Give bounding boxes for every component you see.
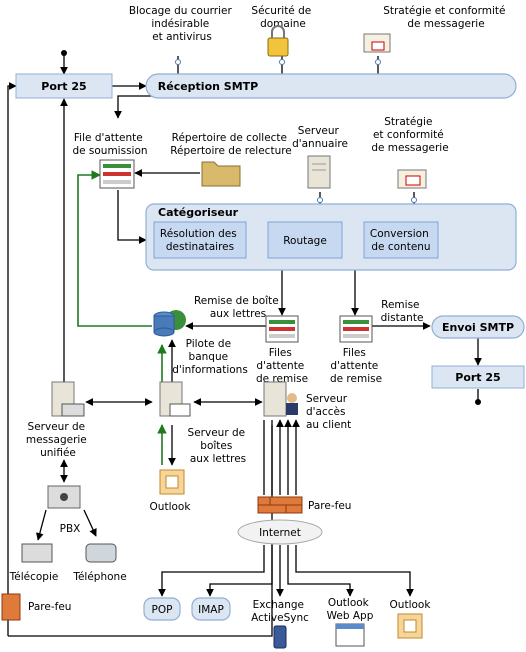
owa-label: Outlook Web App xyxy=(327,597,374,622)
mailbox-server-label: Serveur de boîtes aux lettres xyxy=(188,427,249,465)
pickup-replay-label: Répertoire de collecte Répertoire de rel… xyxy=(170,132,292,157)
routing-box xyxy=(267,221,343,259)
delivery-queue-icon-2 xyxy=(339,315,373,343)
client-access-label: Serveur d'accès au client xyxy=(306,393,351,431)
categorizer-box: Catégoriseur Résolution des destinataire… xyxy=(145,203,517,271)
policy-scroll-icon-mid xyxy=(397,169,427,189)
connectors xyxy=(7,50,482,637)
folder-icon xyxy=(201,161,241,187)
firewall-icon-right xyxy=(257,496,303,514)
store-driver-label: Pilote de banque d'informations xyxy=(172,338,248,376)
port-25-top: Port 25 xyxy=(15,73,113,99)
um-server-icon xyxy=(51,381,85,417)
svg-text:Catégoriseur: Catégoriseur xyxy=(158,206,239,219)
submission-queue-label: File d'attente de soumission xyxy=(72,132,147,157)
directory-server-label: Serveur d'annuaire xyxy=(292,125,348,150)
internet-cloud: Internet xyxy=(237,519,323,545)
delivery-queues-label-1: Files d'attente de remise xyxy=(256,347,308,385)
web-browser-icon xyxy=(335,623,365,647)
routing-label: Routage xyxy=(283,235,327,247)
policy-mid-label: Stratégie et conformité de messagerie xyxy=(371,116,448,154)
um-server-label: Serveur de messagerie unifiée xyxy=(26,421,90,459)
lock-icon xyxy=(267,25,289,57)
outlook-icon-right xyxy=(397,613,423,639)
port-25-bottom: Port 25 xyxy=(431,365,525,389)
mailbox-server-icon xyxy=(159,381,191,417)
pop-client: POP xyxy=(143,597,181,621)
outlook-icon-left xyxy=(159,469,185,495)
outlook-label-left: Outlook xyxy=(150,501,192,513)
policy-scroll-icon-top xyxy=(363,33,391,53)
mobile-phone-icon xyxy=(273,625,287,649)
smtp-receive-box: Réception SMTP xyxy=(145,73,517,99)
imap-client: IMAP xyxy=(191,597,231,621)
svg-text:POP: POP xyxy=(152,604,173,616)
recipient-resolution-label: Résolution des destinataires xyxy=(160,228,240,253)
recipient-resolution-box xyxy=(153,221,247,259)
remote-delivery-label: Remise distante xyxy=(381,299,424,324)
mailbox-delivery-label: Remise de boîte aux lettres xyxy=(194,295,282,320)
svg-text:Port 25: Port 25 xyxy=(41,80,86,93)
smtp-send-box: Envoi SMTP xyxy=(431,315,525,339)
activesync-label: Exchange ActiveSync xyxy=(251,599,309,624)
svg-text:Internet: Internet xyxy=(259,527,301,539)
content-conversion-box xyxy=(363,221,439,259)
fax-label: Télécopie xyxy=(9,571,59,583)
svg-text:Envoi SMTP: Envoi SMTP xyxy=(442,321,514,334)
green-connectors xyxy=(77,170,167,465)
fax-icon xyxy=(21,543,53,563)
spam-filter-label: Blocage du courrier indésirable et antiv… xyxy=(129,5,235,43)
domain-security-label: Sécurité de domaine xyxy=(251,5,314,30)
delivery-queues-label-2: Files d'attente de remise xyxy=(330,347,382,385)
policy-top-label: Stratégie et conformité de messagerie xyxy=(383,5,509,30)
pbx-icon xyxy=(47,485,81,509)
svg-text:Port 25: Port 25 xyxy=(455,371,500,384)
client-access-server-icon xyxy=(263,381,298,417)
svg-text:IMAP: IMAP xyxy=(198,604,224,616)
firewall-label-left: Pare-feu xyxy=(28,601,71,613)
pbx-label: PBX xyxy=(60,523,81,535)
phone-icon xyxy=(85,543,117,563)
firewall-label-right: Pare-feu xyxy=(308,500,351,512)
phone-label: Téléphone xyxy=(72,571,126,583)
svg-text:Réception SMTP: Réception SMTP xyxy=(158,80,258,93)
mailbox-store-icon xyxy=(153,310,186,337)
content-conversion-label: Conversion de contenu xyxy=(370,228,432,253)
delivery-queue-icon-1 xyxy=(265,315,299,343)
server-icon-directory xyxy=(307,155,331,189)
submission-queue-icon xyxy=(99,159,135,189)
firewall-icon-left xyxy=(1,593,21,621)
outlook-label-right: Outlook xyxy=(390,599,432,611)
